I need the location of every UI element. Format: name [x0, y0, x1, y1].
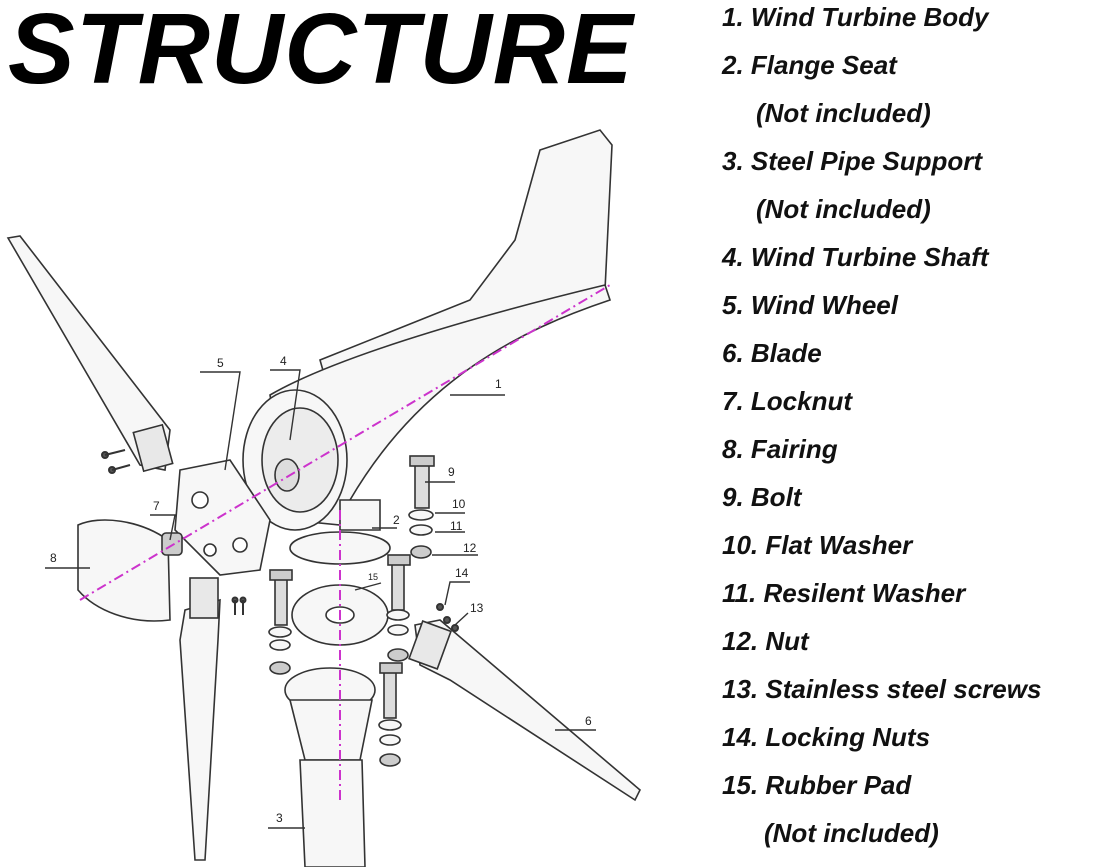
- callout-10: 10: [452, 497, 466, 511]
- blade-right: [414, 619, 641, 802]
- legend-item: 13. Stainless steel screws: [722, 674, 1042, 704]
- callout-4: 4: [280, 354, 287, 368]
- flat-washer: [408, 509, 434, 521]
- callout-9: 9: [448, 465, 455, 479]
- exploded-diagram: 1 2 3 4 5 6 7 8 9 10 11 12 13 14 15: [6, 129, 641, 867]
- legend-item: 6. Blade: [722, 338, 822, 368]
- flange-seat: [339, 499, 381, 531]
- shaft: [274, 458, 300, 492]
- callout-6: 6: [585, 714, 592, 728]
- turbine-body: [269, 284, 612, 526]
- legend-item: 5. Wind Wheel: [722, 290, 898, 320]
- legend-item: 3. Steel Pipe Support: [722, 146, 983, 176]
- callout-11: 11: [450, 519, 463, 533]
- legend-note: (Not included): [756, 98, 931, 128]
- callout-14: 14: [455, 566, 469, 580]
- legend-note: (Not included): [756, 194, 931, 224]
- legend-item: 15. Rubber Pad: [722, 770, 912, 800]
- bolt-9: [414, 459, 430, 509]
- legend-item: 12. Nut: [722, 626, 809, 656]
- locknut: [161, 532, 183, 556]
- fairing: [77, 519, 171, 622]
- resilent-washer: [409, 524, 433, 536]
- legend-item: 9. Bolt: [722, 482, 802, 512]
- legend-item: 14. Locking Nuts: [722, 722, 931, 752]
- legend-item: 11. Resilent Washer: [722, 578, 966, 608]
- callout-13: 13: [470, 601, 484, 615]
- callout-12: 12: [463, 541, 477, 555]
- steel-pipe: [299, 759, 366, 867]
- legend-item: 8. Fairing: [722, 434, 838, 464]
- callout-8: 8: [50, 551, 57, 565]
- callout-2: 2: [393, 513, 400, 527]
- legend-item: 7. Locknut: [722, 386, 853, 416]
- nut: [410, 545, 432, 559]
- legend-item: 10. Flat Washer: [722, 530, 913, 560]
- page-title: STRUCTURE: [8, 0, 634, 105]
- callout-5: 5: [217, 356, 224, 370]
- legend-item: 2. Flange Seat: [722, 50, 897, 80]
- callout-7: 7: [153, 499, 160, 513]
- main-axis-line: [79, 284, 611, 601]
- blade-lower: [179, 598, 221, 861]
- callout-3: 3: [276, 811, 283, 825]
- legend-note: (Not included): [764, 818, 939, 848]
- callout-15: 15: [368, 572, 378, 582]
- legend-item: 4. Wind Turbine Shaft: [722, 242, 989, 272]
- callout-1: 1: [495, 377, 502, 391]
- legend-item: 1. Wind Turbine Body: [722, 2, 989, 32]
